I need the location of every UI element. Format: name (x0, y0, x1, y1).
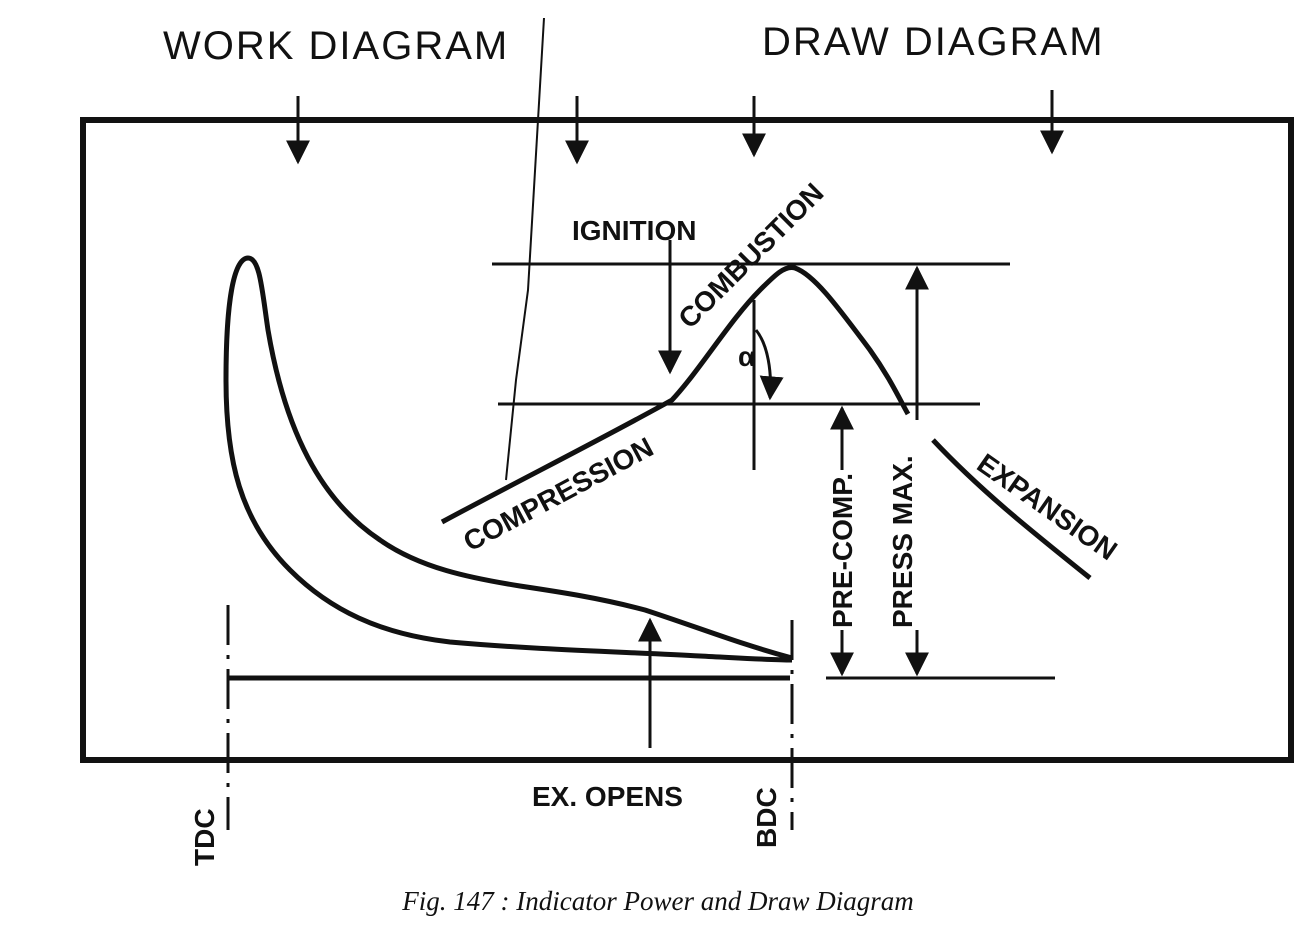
tdc-label: TDC (189, 808, 220, 866)
alpha-symbol: α (738, 341, 755, 372)
ignition-label: IGNITION (572, 215, 696, 246)
pre-comp-label: PRE-COMP. (827, 473, 858, 628)
combustion-label: COMBUSTION (672, 177, 829, 334)
draw-curve-compression-combustion (440, 264, 911, 525)
expansion-label: EXPANSION (972, 448, 1123, 567)
figure-caption: Fig. 147 : Indicator Power and Draw Diag… (402, 886, 914, 916)
diagram-frame (80, 117, 1294, 763)
bdc-label: BDC (751, 787, 782, 848)
draw-diagram-heading: DRAW DIAGRAM (762, 20, 1105, 64)
compression-label: COMPRESSION (458, 431, 658, 557)
scan-artifact-line (505, 17, 545, 481)
alpha-angle-arc (754, 329, 784, 401)
work-diagram-loop (223, 255, 793, 663)
press-max-label: PRESS MAX. (887, 455, 918, 628)
ex-opens-label: EX. OPENS (532, 781, 683, 812)
work-diagram-heading: WORK DIAGRAM (163, 24, 510, 68)
draw-curve-expansion (931, 438, 1092, 580)
